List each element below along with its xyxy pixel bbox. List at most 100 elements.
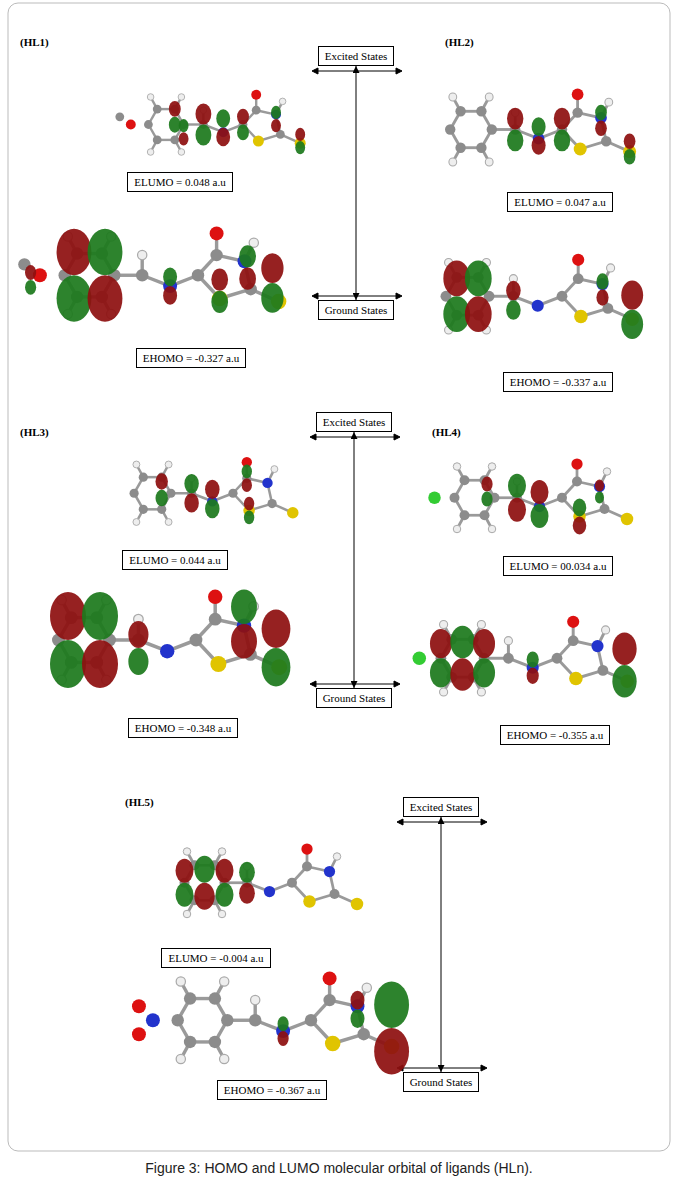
orbital-lobe xyxy=(239,862,255,904)
orbital-lobe xyxy=(244,497,254,525)
molecule-skeleton xyxy=(172,971,400,1063)
molecule-skeleton xyxy=(450,458,634,532)
state-label: Ground States xyxy=(323,691,386,705)
molecule-orbital xyxy=(176,843,364,917)
molecule-orbital xyxy=(445,89,636,166)
state-box: Excited States xyxy=(318,46,395,66)
molecule-orbital xyxy=(428,458,633,534)
orbital-lobe xyxy=(231,589,257,658)
orbital-lobe xyxy=(278,1016,289,1046)
energy-box: EHOMO = -0.327 a.u xyxy=(136,348,246,368)
atom xyxy=(115,112,124,121)
orbital-lobe xyxy=(531,480,549,528)
orbital-lobe xyxy=(507,108,523,152)
orbital-lobe xyxy=(621,281,643,339)
orbital-lobe xyxy=(506,281,521,320)
atom xyxy=(126,120,136,130)
orbital-lobe xyxy=(473,629,495,687)
orbital-lobe xyxy=(184,474,198,513)
orbital-lobe xyxy=(237,109,249,141)
transition-arrow xyxy=(356,66,357,300)
ligand-label: (HL1) xyxy=(20,36,49,48)
orbital-lobe xyxy=(351,991,365,1028)
orbital-lobe xyxy=(554,108,570,152)
atom xyxy=(146,1013,160,1027)
molecule-orbital xyxy=(413,616,637,698)
orbital-lobe xyxy=(596,273,608,305)
energy-value: EHOMO = -0.367 a.u xyxy=(224,1083,320,1097)
molecule-skeleton xyxy=(445,89,636,166)
orbital-lobe xyxy=(211,268,228,313)
orbital-lobe xyxy=(527,652,539,684)
molecule-orbital xyxy=(132,971,409,1074)
state-box: Ground States xyxy=(403,1072,480,1092)
orbital-lobe xyxy=(595,105,607,136)
orbital-lobe xyxy=(216,859,234,907)
molecule-orbital xyxy=(115,90,305,155)
orbital-lobe xyxy=(430,629,452,687)
energy-value: EHOMO = -0.327 a.u xyxy=(143,351,239,365)
orbital-lobe xyxy=(450,626,474,691)
energy-box: ELUMO = 00.034 a.u xyxy=(503,556,614,576)
orbital-lobe xyxy=(163,268,177,305)
state-label: Excited States xyxy=(410,800,473,814)
orbital-lobe xyxy=(155,473,167,506)
energy-box: EHOMO = -0.348 a.u xyxy=(128,718,238,738)
orbital-lobe xyxy=(295,128,305,154)
orbital-lobe xyxy=(573,499,587,535)
energy-value: EHOMO = -0.337 a.u xyxy=(510,375,606,389)
orbital-lobe xyxy=(465,261,492,332)
ligand-label: (HL5) xyxy=(125,796,154,808)
energy-value: ELUMO = -0.004 a.u xyxy=(168,951,263,965)
ligand-label: (HL2) xyxy=(445,36,474,48)
orbital-lobe xyxy=(239,245,256,290)
transition-arrow xyxy=(441,817,442,1072)
state-box: Excited States xyxy=(403,797,480,817)
energy-box: ELUMO = 0.048 a.u xyxy=(127,172,232,192)
orbital-lobe xyxy=(195,103,211,145)
transition-arrow xyxy=(354,432,355,688)
energy-value: ELUMO = 0.048 a.u xyxy=(134,175,225,189)
atom xyxy=(132,1027,146,1041)
state-label: Ground States xyxy=(325,303,388,317)
orbital-lobe xyxy=(508,474,526,522)
orbital-lobe xyxy=(25,265,36,295)
orbital-lobe xyxy=(128,621,148,675)
state-box: Ground States xyxy=(316,688,393,708)
energy-value: ELUMO = 0.047 a.u xyxy=(514,195,605,209)
orbital-lobe xyxy=(481,477,492,507)
atom xyxy=(413,652,427,666)
orbital-lobe xyxy=(194,856,214,910)
atom xyxy=(428,492,441,505)
molecule-skeleton xyxy=(144,90,306,155)
atom xyxy=(132,999,146,1013)
molecule-skeleton xyxy=(436,616,634,696)
orbital-lobe xyxy=(57,229,92,322)
energy-value: ELUMO = 0.044 a.u xyxy=(129,553,220,567)
orbital-lobe xyxy=(624,133,636,164)
orbital-lobe xyxy=(271,106,281,132)
energy-box: EHOMO = -0.367 a.u xyxy=(217,1080,327,1100)
orbital-lobe xyxy=(176,859,194,907)
energy-box: ELUMO = -0.004 a.u xyxy=(161,948,270,968)
molecule-orbital xyxy=(441,254,644,339)
energy-box: EHOMO = -0.355 a.u xyxy=(500,725,610,745)
state-box: Excited States xyxy=(316,412,393,432)
energy-value: EHOMO = -0.355 a.u xyxy=(507,728,603,742)
molecule-skeleton xyxy=(130,457,299,525)
molecule-skeleton xyxy=(441,254,639,334)
energy-value: EHOMO = -0.348 a.u xyxy=(135,721,231,735)
energy-box: ELUMO = 0.044 a.u xyxy=(122,550,227,570)
orbital-lobe xyxy=(612,633,636,698)
energy-value: ELUMO = 00.034 a.u xyxy=(510,559,607,573)
state-label: Excited States xyxy=(323,415,386,429)
orbital-lobe xyxy=(179,119,189,145)
state-label: Ground States xyxy=(410,1075,473,1089)
molecule-skeleton xyxy=(180,843,364,917)
ligand-label: (HL3) xyxy=(20,426,49,438)
orbital-lobe xyxy=(205,480,219,519)
molecule-orbital xyxy=(130,457,299,525)
orbital-lobe xyxy=(50,592,86,688)
orbital-lobe xyxy=(262,610,291,687)
